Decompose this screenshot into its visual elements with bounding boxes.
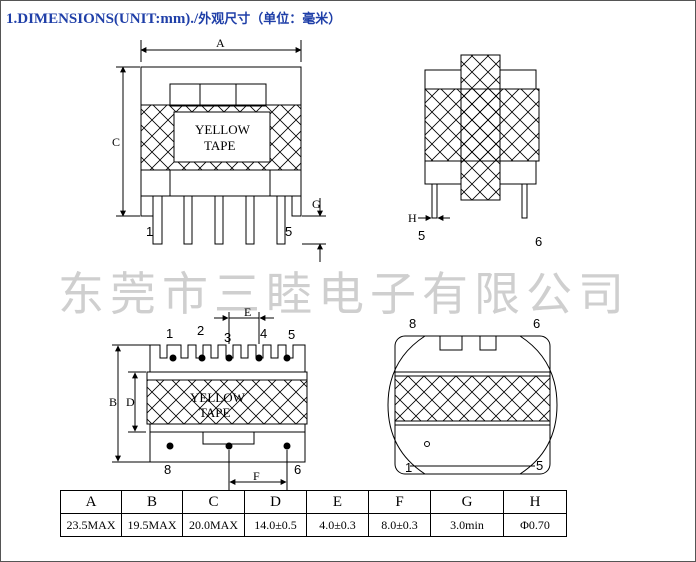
label-D: D: [126, 395, 135, 409]
value-cell-D: 14.0±0.5: [244, 513, 307, 537]
header-cell-E: E: [306, 490, 369, 514]
label-H: H: [408, 211, 417, 225]
value-cell-B: 19.5MAX: [121, 513, 183, 537]
header-cell-B: B: [121, 490, 183, 514]
tape-label-front: TAPE: [204, 138, 236, 153]
page-heading: 1.DIMENSIONS(UNIT:mm)./外观尺寸（单位：毫米）: [6, 8, 341, 28]
table-value-row: 23.5MAX 19.5MAX 20.0MAX 14.0±0.5 4.0±0.3…: [60, 513, 567, 537]
heading-main: 1.DIMENSIONS(UNIT:mm)./: [6, 11, 199, 27]
header-cell-G: G: [430, 490, 504, 514]
yellow-label-bottom: YELLOW: [190, 390, 246, 405]
front-pin-5: 5: [285, 224, 292, 239]
label-G: G: [312, 197, 321, 211]
bottom-pin-4: 4: [260, 326, 267, 341]
side-pin-6: 6: [535, 234, 542, 249]
value-cell-A: 23.5MAX: [60, 513, 122, 537]
front-view: [116, 40, 326, 262]
bottom-pin-5: 5: [288, 327, 295, 342]
header-cell-F: F: [368, 490, 431, 514]
header-cell-D: D: [244, 490, 307, 514]
label-C: C: [112, 135, 120, 149]
dimension-drawing: A C G H B D E F YELLOW TAPE YELLOW TAPE …: [109, 36, 558, 490]
watermark: 东莞市三睦电子有限公司: [58, 267, 630, 321]
header-cell-H: H: [503, 490, 567, 514]
bottom-pin-8: 8: [164, 462, 171, 477]
label-B: B: [109, 395, 117, 409]
dimension-table: A B C D E F G H 23.5MAX 19.5MAX 20.0MAX …: [60, 490, 567, 537]
header-cell-A: A: [60, 490, 122, 514]
bottom-pin-1: 1: [166, 326, 173, 341]
top-pin-5: 5: [536, 458, 543, 473]
bottom-view: [112, 312, 308, 490]
value-cell-E: 4.0±0.3: [306, 513, 369, 537]
bottom-pin-2: 2: [197, 323, 204, 338]
side-view: [418, 54, 540, 221]
tape-label-bottom: TAPE: [199, 405, 231, 420]
label-F: F: [253, 469, 260, 483]
value-cell-F: 8.0±0.3: [368, 513, 431, 537]
bottom-pin-6: 6: [294, 462, 301, 477]
label-E: E: [244, 305, 251, 319]
label-A: A: [216, 36, 225, 50]
value-cell-G: 3.0min: [430, 513, 504, 537]
table-header-row: A B C D E F G H: [60, 490, 567, 514]
bottom-pin-3: 3: [224, 330, 231, 345]
side-pin-5: 5: [418, 228, 425, 243]
value-cell-H: Φ0.70: [503, 513, 567, 537]
top-view: [387, 335, 558, 475]
heading-chinese: 外观尺寸（单位：毫米）: [198, 12, 342, 27]
header-cell-C: C: [182, 490, 245, 514]
front-pin-1: 1: [146, 224, 153, 239]
yellow-label-front: YELLOW: [195, 122, 251, 137]
top-pin-6: 6: [533, 316, 540, 331]
top-pin-8: 8: [409, 316, 416, 331]
value-cell-C: 20.0MAX: [182, 513, 245, 537]
top-pin-1: 1: [405, 460, 412, 475]
